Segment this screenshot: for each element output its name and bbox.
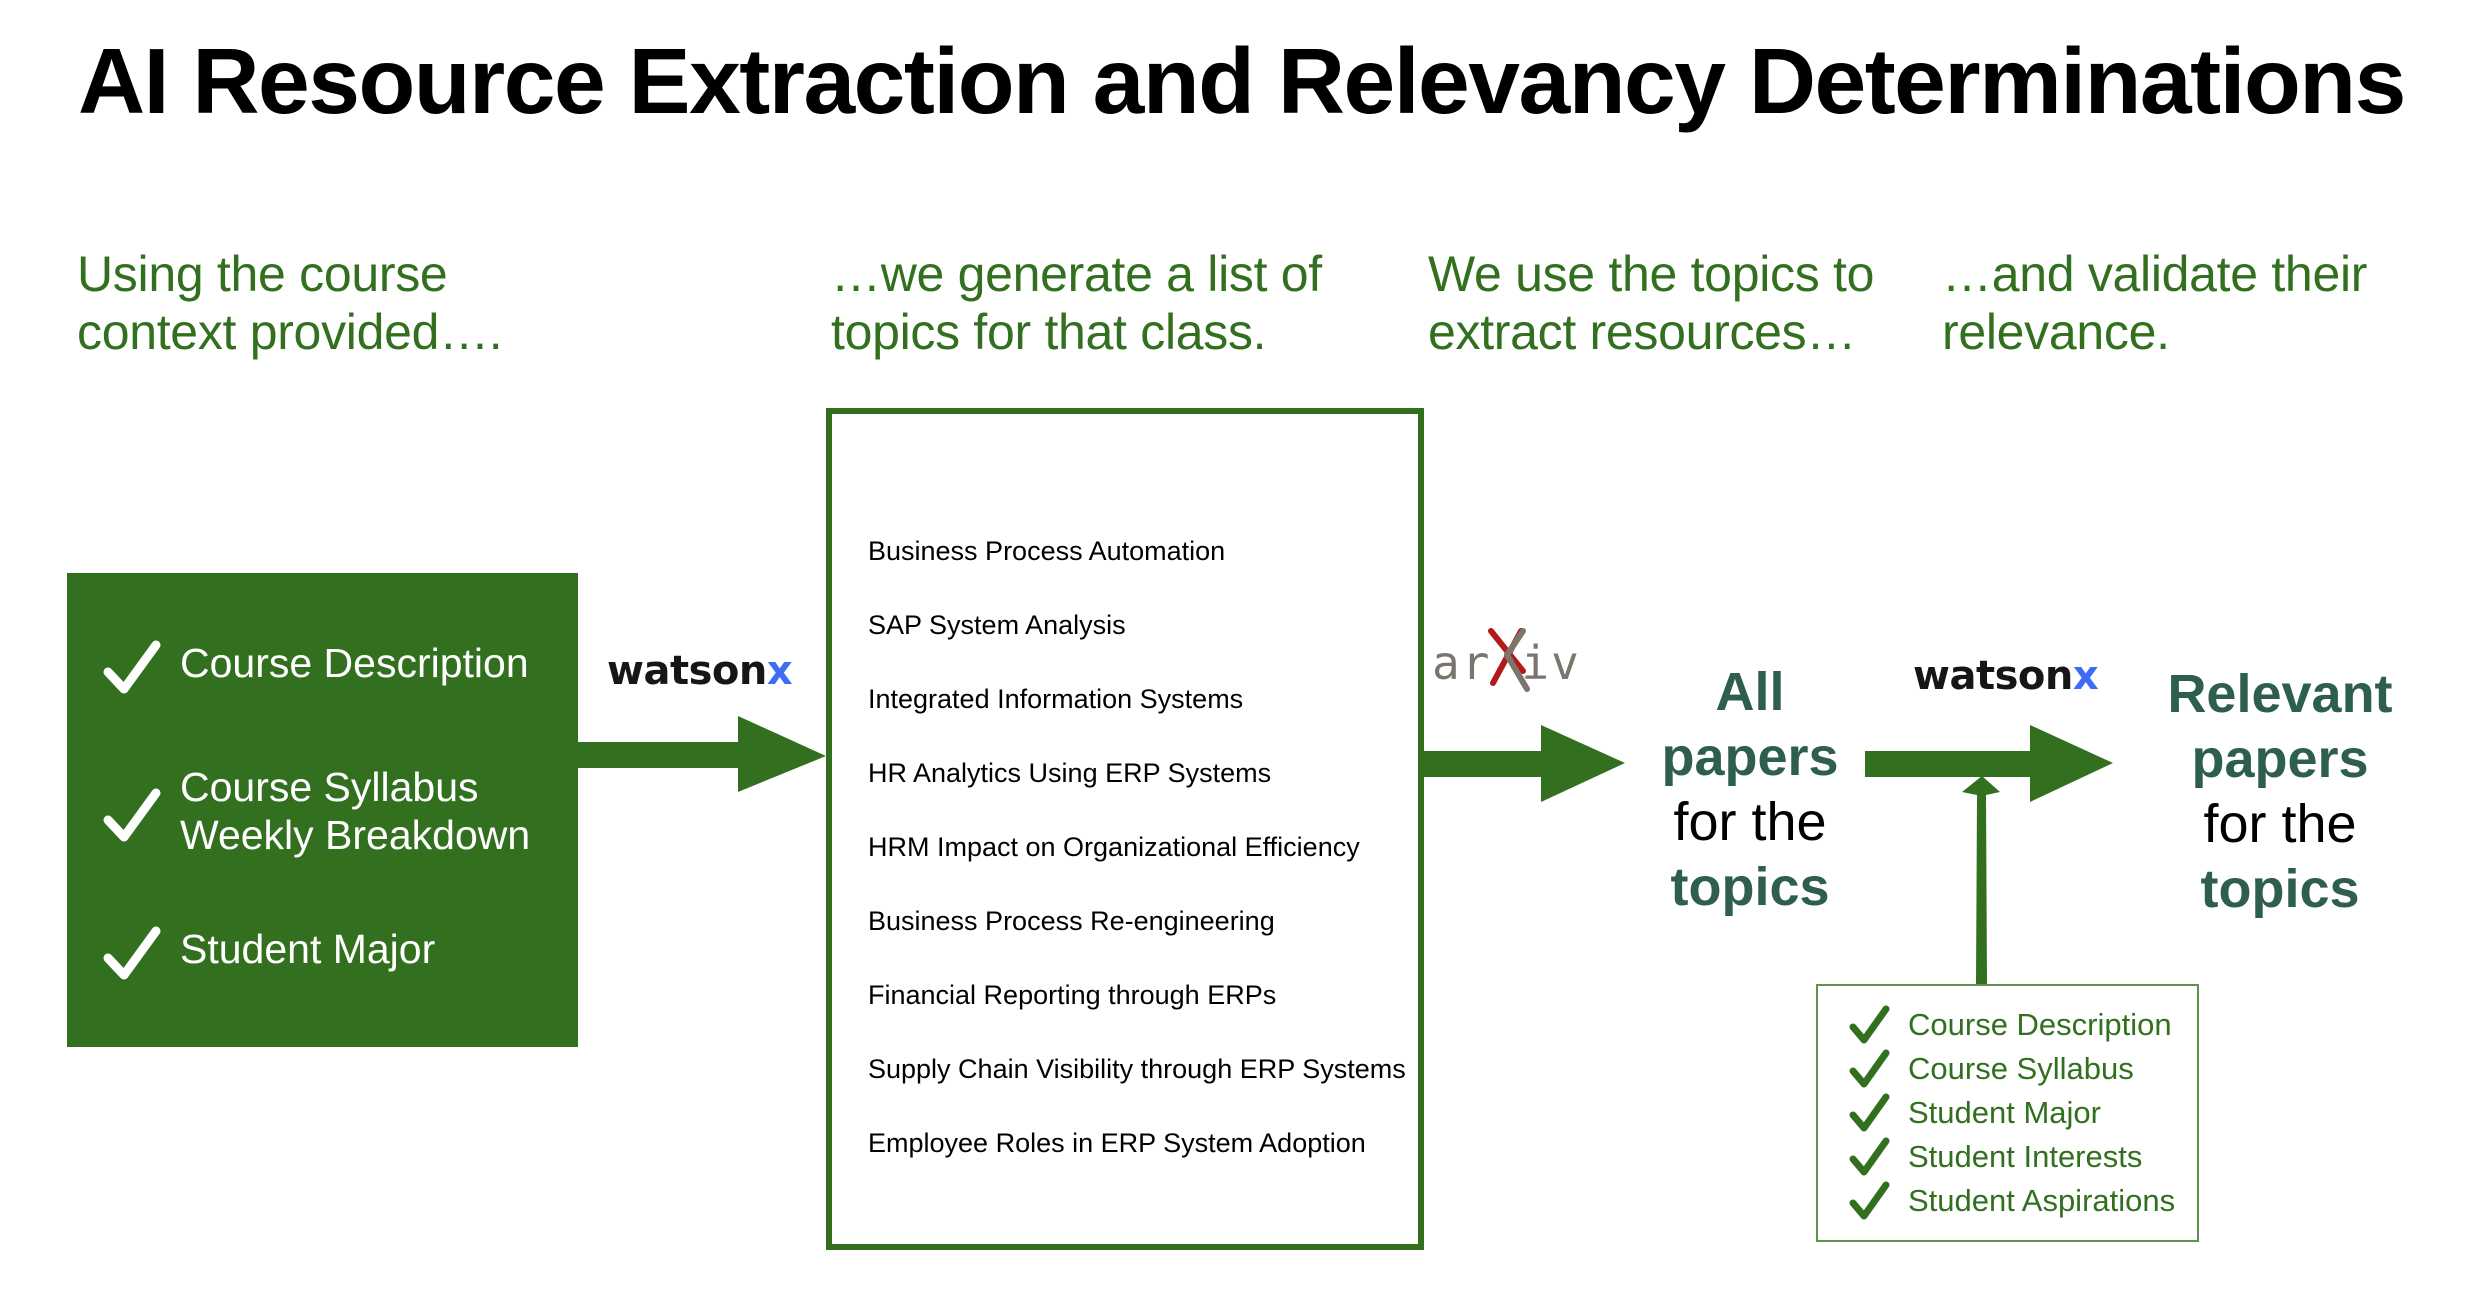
checkmark-icon (1849, 1181, 1890, 1220)
criteria-item-label: Student Aspirations (1908, 1183, 2176, 1218)
checkmark-icon (103, 926, 161, 980)
page-title: AI Resource Extraction and Relevancy Det… (78, 29, 2406, 133)
all-papers-label: All papers for the topics (1635, 660, 1865, 920)
caption-line: …and validate their (1942, 246, 2368, 302)
arrow-papers-to-relevant (1865, 725, 2113, 802)
topic-item: Integrated Information Systems (868, 684, 1244, 714)
caption-line: context provided…. (77, 304, 503, 360)
criteria-item: Course Description (1848, 1004, 2172, 1046)
watsonx-logo-accent: x (766, 648, 793, 694)
context-item: Course Syllabus Weekly Breakdown (102, 763, 530, 859)
step-caption-context: Using the course context provided…. (77, 245, 503, 361)
caption-line: We use the topics to (1428, 246, 1875, 302)
papers-line: papers (2191, 729, 2369, 789)
course-context-box: Course Description Course Syllabus Weekl… (67, 573, 578, 1047)
arxiv-logo: ar iv (1432, 627, 1581, 692)
arxiv-logo-prefix: ar (1432, 636, 1492, 690)
topic-list: Business Process Automation SAP System A… (868, 514, 1406, 1180)
criteria-item: Course Syllabus (1848, 1048, 2134, 1090)
criteria-item: Student Interests (1848, 1136, 2142, 1178)
step-caption-extract: We use the topics to extract resources… (1428, 245, 1874, 361)
criteria-item: Student Aspirations (1848, 1180, 2175, 1222)
caption-line: Using the course (77, 246, 448, 302)
papers-line: for the (1673, 792, 1827, 852)
papers-line: Relevant (2167, 664, 2393, 724)
arrow-criteria-to-validation (1962, 776, 2000, 984)
arxiv-x-icon (1488, 627, 1531, 692)
arrow-topics-to-papers (1424, 725, 1625, 802)
topic-item: Supply Chain Visibility through ERP Syst… (868, 1054, 1406, 1084)
checkmark-icon (103, 788, 161, 842)
criteria-item: Student Major (1848, 1092, 2101, 1134)
topic-item: Employee Roles in ERP System Adoption (868, 1128, 1366, 1158)
checkmark-icon (1849, 1049, 1890, 1088)
watsonx-logo-accent: x (2072, 653, 2099, 699)
papers-line: topics (1670, 857, 1830, 917)
relevant-papers-label: Relevant papers for the topics (2150, 662, 2410, 922)
relevance-criteria-box: Course Description Course Syllabus Stude… (1816, 984, 2199, 1242)
topic-item: Business Process Automation (868, 536, 1226, 566)
context-item: Student Major (102, 925, 435, 985)
checkmark-icon (103, 640, 161, 694)
papers-line: topics (2200, 859, 2360, 919)
criteria-item-label: Course Description (1908, 1007, 2172, 1042)
topic-item: Business Process Re-engineering (868, 906, 1275, 936)
watsonx-logo: watsonx (607, 648, 793, 694)
caption-line: extract resources… (1428, 304, 1857, 360)
criteria-item-label: Student Interests (1908, 1139, 2143, 1174)
papers-line: papers (1661, 727, 1839, 787)
caption-line: …we generate a list of (831, 246, 1322, 302)
checkmark-icon (1849, 1093, 1890, 1132)
context-item-line: Course Description (180, 640, 529, 686)
topic-item: HRM Impact on Organizational Efficiency (868, 832, 1360, 862)
checkmark-icon (1849, 1005, 1890, 1044)
arrow-context-to-topics (578, 716, 826, 792)
context-item-line: Weekly Breakdown (180, 812, 531, 858)
step-caption-validate: …and validate their relevance. (1942, 245, 2367, 361)
topic-list-box: Business Process Automation SAP System A… (826, 408, 1424, 1250)
caption-line: relevance. (1942, 304, 2170, 360)
context-item-label: Course Description (180, 639, 529, 687)
watsonx-logo-text: watson (1913, 653, 2073, 699)
checkmark-icon (1849, 1137, 1890, 1176)
watsonx-logo: watsonx (1913, 653, 2099, 699)
criteria-item-label: Student Major (1908, 1095, 2101, 1130)
topic-item: Financial Reporting through ERPs (868, 980, 1277, 1010)
context-item-label: Course Syllabus Weekly Breakdown (180, 763, 530, 859)
context-item-line: Course Syllabus (180, 764, 479, 810)
papers-line: All (1715, 662, 1785, 722)
context-item: Course Description (102, 639, 529, 699)
arxiv-logo-suffix: iv (1521, 636, 1581, 690)
papers-line: for the (2203, 794, 2357, 854)
step-caption-topics: …we generate a list of topics for that c… (831, 245, 1322, 361)
context-item-line: Student Major (180, 926, 436, 972)
topic-item: SAP System Analysis (868, 610, 1126, 640)
criteria-item-label: Course Syllabus (1908, 1051, 2134, 1086)
topic-item: HR Analytics Using ERP Systems (868, 758, 1272, 788)
context-item-label: Student Major (180, 925, 435, 973)
caption-line: topics for that class. (831, 304, 1267, 360)
watsonx-logo-text: watson (607, 648, 767, 694)
